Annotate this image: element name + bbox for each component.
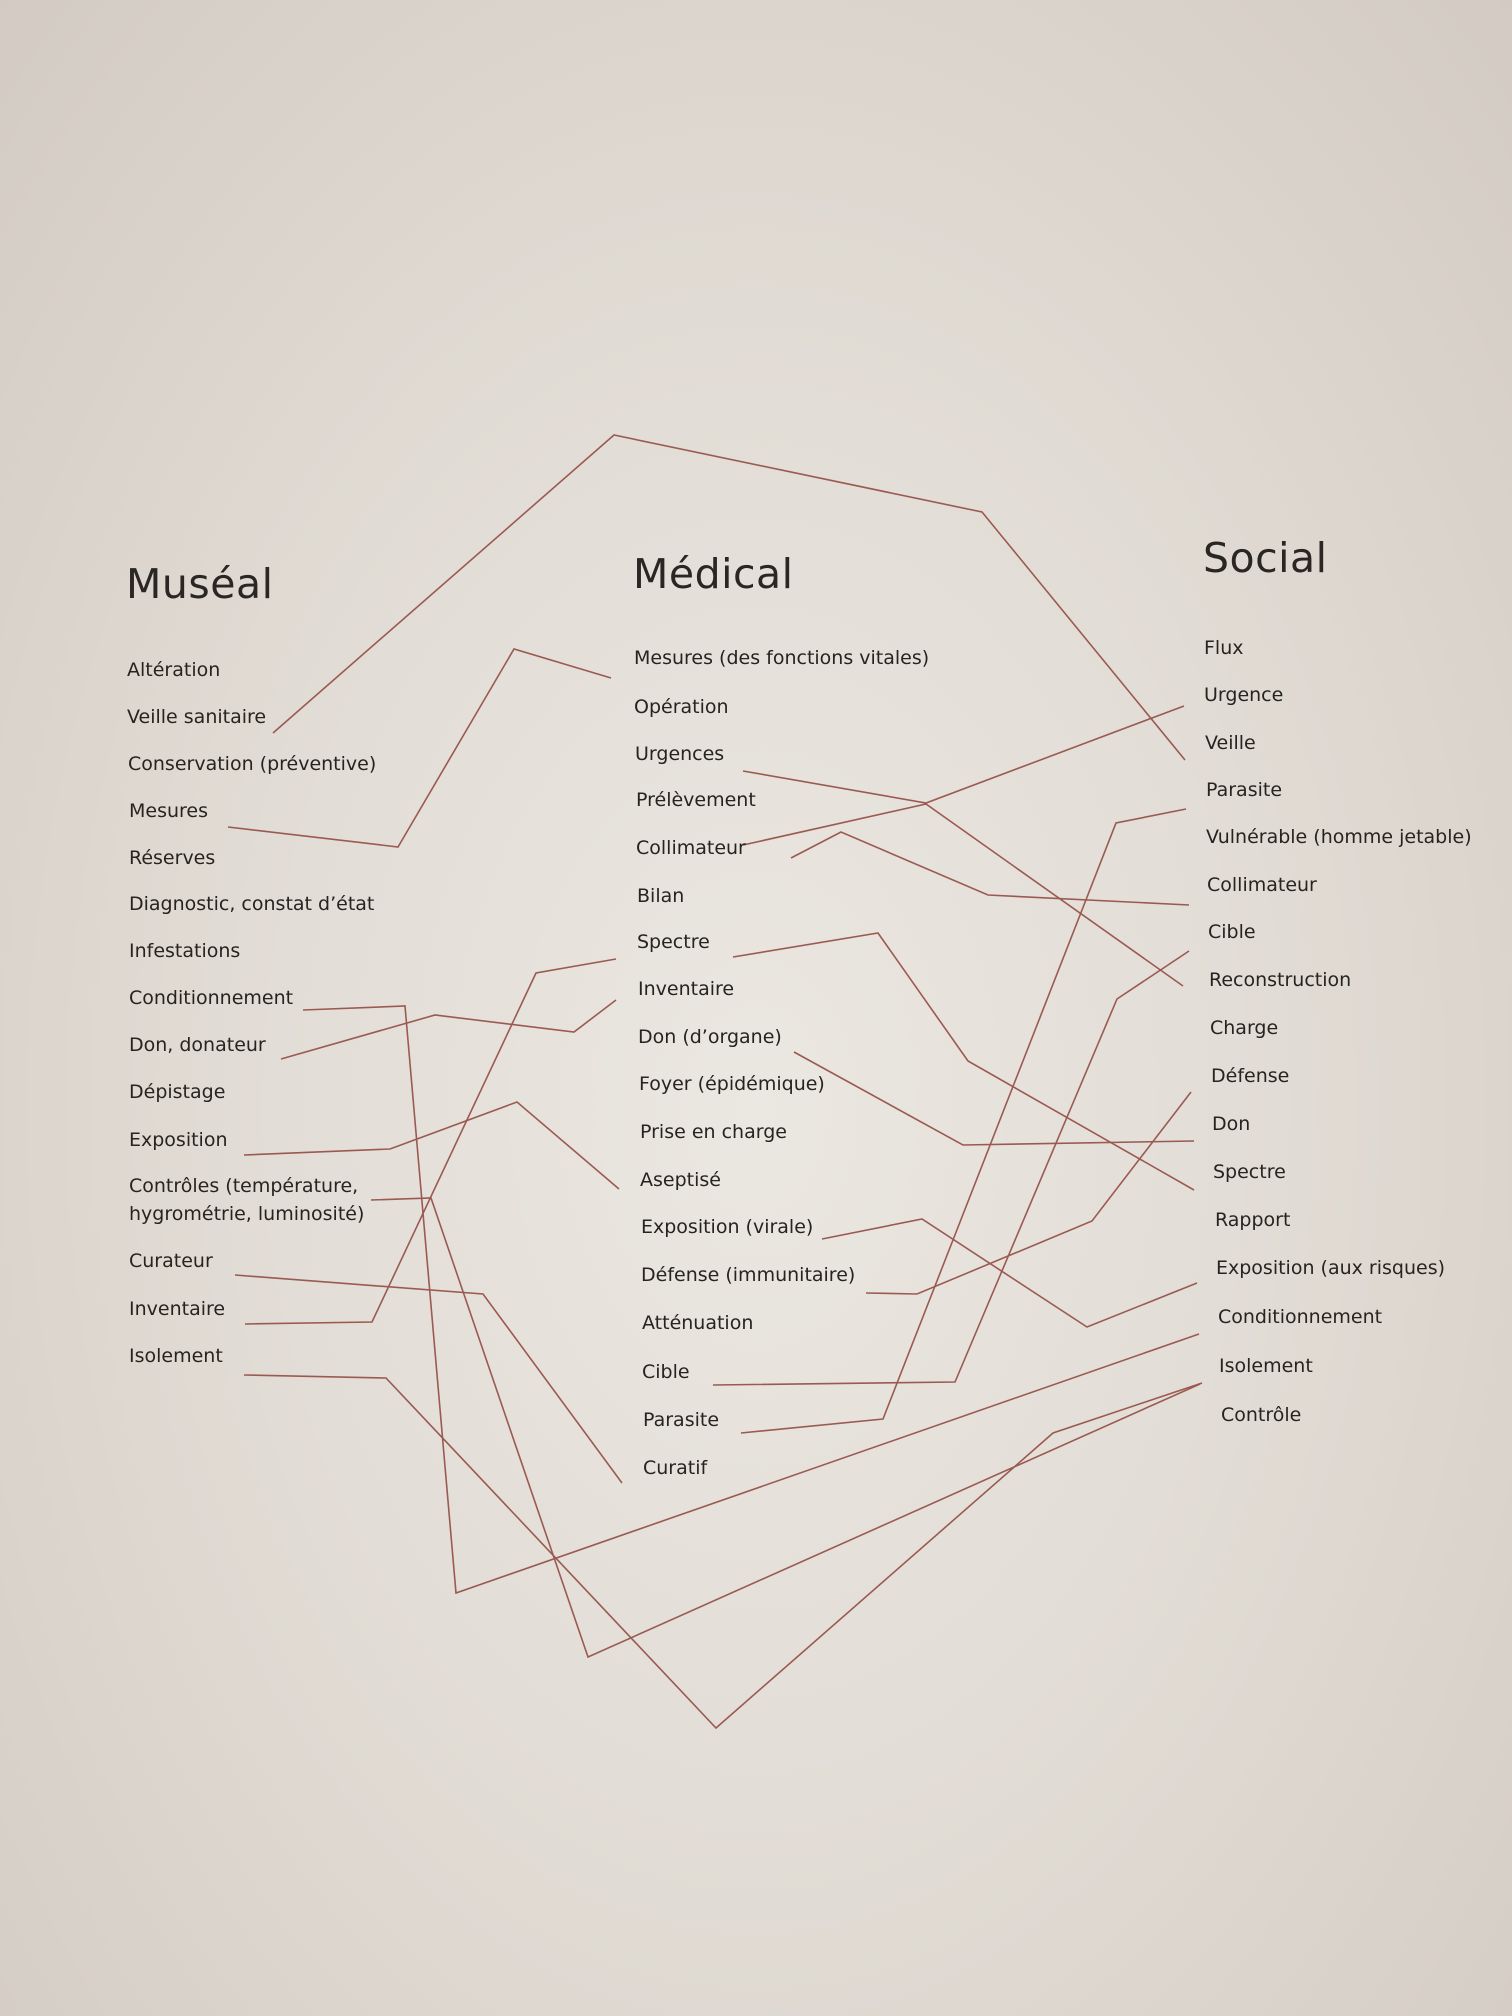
connector-line-4 bbox=[280, 999, 617, 1060]
social-term-parasite: Parasite bbox=[1206, 779, 1283, 801]
medical-term-attenuation: Atténuation bbox=[642, 1312, 754, 1334]
museal-term-hygrometrie-luminosite: hygrométrie, luminosité) bbox=[129, 1203, 365, 1225]
medical-term-exposition-virale: Exposition (virale) bbox=[641, 1216, 814, 1238]
medical-term-don-d-organe: Don (d’organe) bbox=[638, 1026, 782, 1048]
social-term-collimateur: Collimateur bbox=[1207, 874, 1317, 896]
social-term-flux: Flux bbox=[1204, 637, 1244, 659]
heading-social: Social bbox=[1203, 534, 1328, 582]
medical-term-urgences: Urgences bbox=[635, 743, 725, 765]
medical-term-aseptise: Aseptisé bbox=[640, 1169, 721, 1191]
heading-museal: Muséal bbox=[126, 560, 274, 608]
connector-line-16 bbox=[712, 950, 1190, 1386]
social-term-vulnerable-homme-jetable: Vulnérable (homme jetable) bbox=[1206, 826, 1472, 848]
medical-term-collimateur: Collimateur bbox=[636, 837, 746, 859]
connector-line-10 bbox=[742, 803, 1184, 987]
social-term-conditionnement: Conditionnement bbox=[1218, 1306, 1383, 1328]
museal-term-alteration: Altération bbox=[127, 659, 221, 681]
museal-term-isolement: Isolement bbox=[129, 1345, 223, 1367]
social-term-rapport: Rapport bbox=[1215, 1209, 1291, 1231]
medical-term-spectre: Spectre bbox=[637, 931, 710, 953]
medical-term-mesures-des-fonctions-vitales: Mesures (des fonctions vitales) bbox=[634, 647, 930, 669]
museal-term-veille-sanitaire: Veille sanitaire bbox=[127, 706, 267, 728]
medical-term-prise-en-charge: Prise en charge bbox=[640, 1121, 787, 1143]
connector-line-6 bbox=[370, 1197, 1201, 1659]
museal-term-exposition: Exposition bbox=[129, 1129, 228, 1151]
social-term-don: Don bbox=[1212, 1113, 1251, 1135]
social-term-exposition-aux-risques: Exposition (aux risques) bbox=[1216, 1257, 1446, 1279]
social-term-isolement: Isolement bbox=[1219, 1355, 1313, 1377]
museal-term-conditionnement: Conditionnement bbox=[129, 987, 294, 1009]
connector-line-1 bbox=[272, 434, 1186, 761]
medical-term-foyer-epidemique: Foyer (épidémique) bbox=[639, 1073, 825, 1095]
social-term-charge: Charge bbox=[1210, 1017, 1279, 1039]
connector-line-12 bbox=[732, 932, 1195, 1191]
connector-line-14 bbox=[821, 1218, 1198, 1328]
museal-term-controles-temperature: Contrôles (température, bbox=[129, 1175, 359, 1197]
social-term-spectre: Spectre bbox=[1213, 1161, 1286, 1183]
connector-line-11 bbox=[790, 831, 1190, 906]
medical-term-prelevement: Prélèvement bbox=[636, 789, 756, 811]
connector-line-2 bbox=[227, 648, 612, 848]
museal-term-inventaire: Inventaire bbox=[129, 1298, 226, 1320]
social-term-reconstruction: Reconstruction bbox=[1209, 969, 1352, 991]
medical-term-defense-immunitaire: Défense (immunitaire) bbox=[641, 1264, 856, 1286]
connector-line-7 bbox=[234, 1274, 623, 1484]
museal-term-depistage: Dépistage bbox=[129, 1081, 226, 1103]
museal-term-curateur: Curateur bbox=[129, 1250, 213, 1272]
connector-line-15 bbox=[865, 1091, 1192, 1295]
connector-line-5 bbox=[243, 1101, 620, 1190]
connector-line-13 bbox=[793, 1051, 1195, 1146]
connector-line-18 bbox=[742, 705, 1185, 804]
museal-term-infestations: Infestations bbox=[129, 940, 241, 962]
connector-line-17 bbox=[740, 808, 1187, 1434]
medical-term-curatif: Curatif bbox=[643, 1457, 708, 1479]
social-term-urgence: Urgence bbox=[1204, 684, 1284, 706]
medical-term-bilan: Bilan bbox=[637, 885, 685, 907]
museal-term-conservation-preventive: Conservation (préventive) bbox=[128, 753, 377, 775]
social-term-defense: Défense bbox=[1211, 1065, 1290, 1087]
museal-term-don-donateur: Don, donateur bbox=[129, 1034, 266, 1056]
connector-line-9 bbox=[243, 1374, 1203, 1730]
heading-medical: Médical bbox=[633, 550, 794, 598]
medical-term-cible: Cible bbox=[642, 1361, 690, 1383]
museal-term-reserves: Réserves bbox=[129, 847, 216, 869]
museal-term-mesures: Mesures bbox=[129, 800, 209, 822]
medical-term-operation: Opération bbox=[634, 696, 729, 718]
connector-line-8 bbox=[244, 958, 617, 1325]
social-term-veille: Veille bbox=[1205, 732, 1256, 754]
medical-term-parasite: Parasite bbox=[643, 1409, 720, 1431]
medical-term-inventaire: Inventaire bbox=[638, 978, 735, 1000]
social-term-controle: Contrôle bbox=[1221, 1404, 1302, 1426]
museal-term-diagnostic-constat-d-etat: Diagnostic, constat d’état bbox=[129, 893, 375, 915]
connector-line-3 bbox=[302, 1005, 1200, 1595]
social-term-cible: Cible bbox=[1208, 921, 1256, 943]
